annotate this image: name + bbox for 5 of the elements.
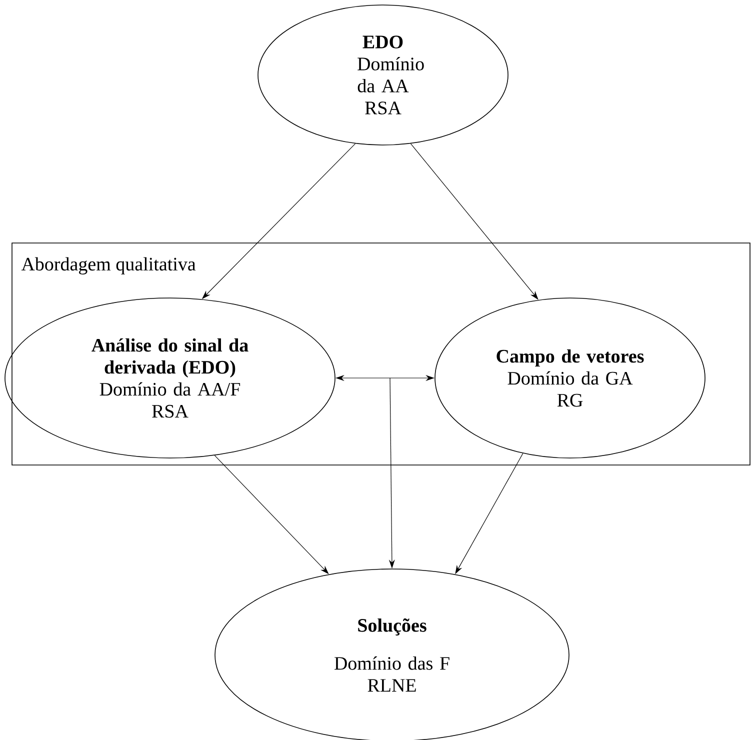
group-box <box>12 242 750 466</box>
ellipse-node: EDO Domínio da AA RSA <box>258 4 508 146</box>
ellipse-node: Análise do sinal da derivada (EDO) Domínio da AA/F RSA <box>4 298 336 458</box>
box-heading: Abordagem qualitativa <box>21 257 196 274</box>
ellipse-node: Campo de vetores Domínio da GA RG <box>434 298 706 458</box>
